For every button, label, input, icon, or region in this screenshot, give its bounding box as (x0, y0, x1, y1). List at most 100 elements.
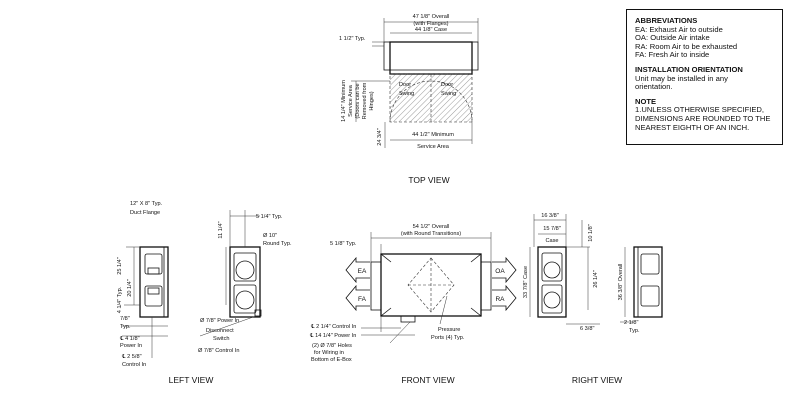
round-label-1: Ø 10" (263, 233, 277, 239)
door-swing-right-1: Door (441, 82, 453, 88)
top-case-label: 44 1/8" Case (415, 27, 447, 33)
left-dim-25: 25 1/4" (117, 257, 123, 275)
top-overall-sub: (with Flanges) (413, 21, 448, 27)
arrow-oa (492, 256, 517, 284)
orientation-line-2: orientation. (635, 82, 673, 92)
abbreviation-fa: FA: Fresh Air to inside (635, 50, 710, 60)
disconnect-label-2: Switch (213, 336, 229, 342)
orientation-title: INSTALLATION ORIENTATION (635, 64, 743, 74)
disconnect-label-1: Disconnect (206, 328, 234, 334)
door-swing-left-1: Door (399, 82, 411, 88)
front-holes-1: (2) Ø 7/8" Holes (312, 343, 352, 349)
control-dim-2: Control In (122, 362, 146, 368)
label-oa: OA (495, 268, 505, 275)
note-title: NOTE (635, 96, 657, 106)
front-typ: 5 1/8" Typ. (330, 241, 357, 247)
round-port-lower (235, 290, 255, 310)
front-holes-2: for Wiring in (314, 350, 344, 356)
label-fa: FA (358, 296, 367, 303)
front-holes-3: Bottom of E-Box (311, 357, 352, 363)
door-swing-arc-left (389, 80, 432, 123)
right-dim-16: 16 3/8" (541, 213, 559, 219)
heat-exchanger-core (407, 257, 455, 313)
front-overall-1: 54 1/2" Overall (413, 224, 450, 230)
front-transition-right (480, 261, 492, 311)
right-dim-6: 6 3/8" (580, 326, 594, 332)
door-swing-arc-right (430, 80, 473, 123)
arrow-ra (492, 284, 517, 312)
left-typ-top: 5 1/4" Typ. (256, 214, 283, 220)
service-horizontal-2: Service Area (417, 144, 450, 150)
door-swing-right-2: Swing (441, 91, 456, 97)
notes-box: ABBREVIATIONS EA: Exhaust Air to outside… (626, 9, 783, 145)
right-a-case (537, 246, 567, 318)
power-in-label: Ø 7/8" Power In (200, 318, 239, 324)
top-depth-label: 24 3/4" (377, 128, 383, 146)
abbreviation-ea: EA: Exhaust Air to outside (635, 24, 723, 34)
top-unit-outline (389, 41, 473, 75)
front-transition-left (370, 261, 382, 311)
top-flange-right (471, 41, 479, 71)
label-ra: RA (495, 296, 505, 303)
duct-flange-1: 12" X 8" Typ. (130, 201, 163, 207)
door-swing-left-2: Swing (399, 91, 414, 97)
left-dim-11: 11 1/4" (218, 221, 224, 238)
right-typ-2: Typ. (629, 328, 640, 334)
round-port-upper (235, 260, 255, 280)
right-dim-15-2: Case (545, 238, 558, 244)
duct-flange-2: Duct Flange (130, 210, 160, 216)
service-horizontal-1: 44 1/2" Minimum (412, 132, 454, 138)
label-ea: EA (358, 268, 367, 275)
arrow-ea (345, 256, 370, 284)
left-view-title: LEFT VIEW (169, 375, 214, 385)
e-box (400, 315, 416, 323)
right-view: 16 3/8" 15 7/8" Case 10 1/8" 26 1/4" 33 … (523, 213, 663, 385)
front-view-title: FRONT VIEW (401, 375, 454, 385)
note-line-3: NEAREST EIGHTH OF AN INCH. (635, 122, 750, 132)
power-dim-1: ℄ 4 1/8" (119, 336, 140, 342)
right-dim-15-1: 15 7/8" (543, 226, 561, 232)
top-typ-label: 1 1/2" Typ. (339, 36, 366, 42)
abbreviation-oa: OA: Outside Air intake (635, 33, 710, 43)
abbreviations-title: ABBREVIATIONS (635, 16, 698, 25)
left-dim-4: 4 1/4" Typ. (117, 286, 123, 313)
arrow-fa (345, 284, 370, 312)
top-view-title: TOP VIEW (408, 175, 449, 185)
service-vertical-5: Hinges) (369, 91, 375, 110)
orientation-line-1: Unit may be installed in any (635, 73, 728, 83)
front-power-in: ℄ 14 1/4" Power In (309, 333, 356, 339)
service-vertical-4: Removed from (362, 82, 368, 119)
left-a-case (139, 246, 169, 318)
left-view-duct-side: 12" X 8" Typ. Duct Flange 25 1/4" 4 1/4"… (117, 201, 169, 368)
front-control-in: ℄ 2 1/4" Control In (310, 324, 356, 330)
right-dim-26: 26 1/4" (593, 270, 599, 288)
right-view-title: RIGHT VIEW (572, 375, 622, 385)
left-dim-78: 7/8" (120, 316, 130, 322)
pressure-ports-2: Ports (4) Typ. (431, 335, 465, 341)
service-vertical-3: (Doors can be (355, 83, 361, 118)
power-dim-2: Power In (120, 343, 142, 349)
right-b-case (633, 246, 663, 318)
round-label-2: Round Typ. (263, 241, 292, 247)
top-overall-label: 47 1/8" Overall (413, 14, 450, 20)
left-b-case (229, 246, 261, 318)
service-vertical-2: Service Area (348, 84, 354, 117)
control-dim-1: ℄ 2 5/8" (121, 354, 142, 360)
note-line-2: DIMENSIONS ARE ROUNDED TO THE (635, 113, 771, 123)
pressure-ports-1: Pressure (438, 327, 460, 333)
front-view: EA FA OA RA 54 1/2" Overall (with Round … (309, 224, 517, 385)
service-vertical-1: 14 1/4" Minimum (341, 80, 347, 122)
top-view: 47 1/8" Overall (with Flanges) 44 1/8" C… (339, 14, 479, 185)
right-dim-10: 10 1/8" (588, 224, 594, 242)
abbreviation-ra: RA: Room Air to be exhausted (635, 41, 738, 51)
left-view-panel-side: 5 1/4" Typ. 11 1/4" Ø 10" Round Typ. Ø 7… (169, 210, 292, 385)
right-dim-33: 33 7/8" Case (523, 266, 529, 298)
left-dim-78-typ: Typ. (120, 324, 131, 330)
left-dim-20: 20 1/4" (127, 279, 133, 297)
right-round-port-lower (543, 291, 561, 309)
control-in-label: Ø 7/8" Control In (198, 348, 239, 354)
front-overall-2: (with Round Transitions) (401, 231, 461, 237)
right-round-port-upper (543, 261, 561, 279)
right-typ-1: 2 1/8" (624, 320, 638, 326)
